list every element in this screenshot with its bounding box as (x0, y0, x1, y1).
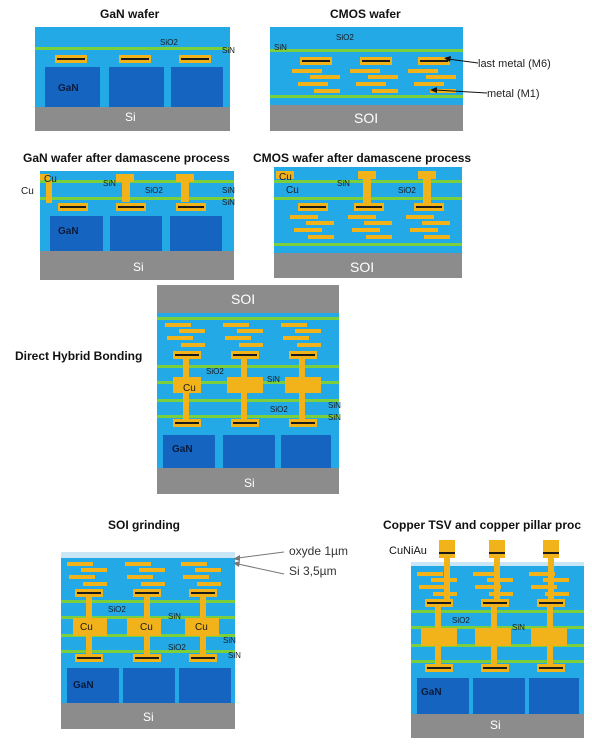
label-sio2: SiO2 (108, 605, 126, 614)
panel-gan-damascene (40, 171, 234, 280)
label-sin: SiN (328, 401, 341, 410)
label-si: Si (143, 710, 154, 724)
label-cu: Cu (44, 174, 57, 185)
label-sio2: SiO2 (160, 38, 178, 47)
label-sio2: SiO2 (168, 643, 186, 652)
panel-hybrid-bonding (157, 285, 339, 494)
label-si: Si (125, 110, 136, 124)
label-gan: GaN (172, 444, 193, 455)
label-cu: Cu (140, 622, 153, 633)
label-cu: Cu (21, 186, 34, 197)
title-tsv-pillar: Copper TSV and copper pillar proc (383, 518, 582, 532)
label-cu: Cu (279, 172, 292, 183)
label-sin: SiN (337, 179, 350, 188)
arrow-metal-m1 (430, 87, 488, 94)
label-gan: GaN (73, 680, 94, 691)
label-si: Si (133, 260, 144, 274)
label-gan: GaN (58, 83, 79, 94)
label-sin: SiN (267, 375, 280, 384)
label-sio2: SiO2 (452, 616, 470, 625)
label-gan: GaN (58, 226, 79, 237)
label-sio2: SiO2 (336, 33, 354, 42)
panel-cmos-wafer (270, 27, 463, 131)
panel-cmos-damascene (274, 167, 462, 278)
arrow-last-metal (444, 56, 479, 64)
title-cmos-damascene: CMOS wafer after damascene process (253, 151, 472, 165)
label-sin: SiN (228, 651, 241, 660)
title-cmos-wafer: CMOS wafer (330, 7, 401, 21)
label-cu: Cu (195, 622, 208, 633)
label-sin: SiN (512, 623, 525, 632)
label-gan: GaN (421, 687, 442, 698)
panel-soi-grinding (61, 552, 235, 729)
arrow-oxyde (233, 551, 285, 575)
label-cu: Cu (286, 185, 299, 196)
label-metal-m1: metal (M1) (487, 88, 540, 100)
label-si: Si (490, 718, 501, 732)
label-sio2: SiO2 (270, 405, 288, 414)
title-gan-damascene: GaN wafer after damascene process (23, 151, 230, 165)
label-soi: SOI (350, 259, 375, 275)
label-soi: SOI (354, 110, 379, 126)
label-oxyde: oxyde 1µm (289, 544, 348, 558)
panel-tsv-pillar (411, 540, 584, 738)
label-soi: SOI (231, 291, 256, 307)
title-hybrid-bonding: Direct Hybrid Bonding (15, 349, 143, 363)
label-sin: SiN (222, 46, 235, 55)
label-sio2: SiO2 (206, 367, 224, 376)
title-soi-grinding: SOI grinding (108, 518, 180, 532)
label-last-metal: last metal (M6) (478, 58, 551, 70)
label-si-thickness: Si 3,5µm (289, 564, 337, 578)
label-cu: Cu (80, 622, 93, 633)
title-gan-wafer: GaN wafer (100, 7, 160, 21)
label-sio2: SiO2 (398, 186, 416, 195)
label-sin: SiN (222, 198, 235, 207)
label-sin: SiN (168, 612, 181, 621)
label-sin: SiN (223, 636, 236, 645)
label-sin: SiN (103, 179, 116, 188)
label-sin: SiN (328, 413, 341, 422)
panel-gan-wafer (35, 27, 230, 131)
label-sin: SiN (222, 186, 235, 195)
label-si: Si (244, 476, 255, 490)
label-sin: SiN (274, 43, 287, 52)
label-cu: Cu (183, 383, 196, 394)
label-cuniau: CuNiAu (389, 545, 427, 557)
label-sio2: SiO2 (145, 186, 163, 195)
